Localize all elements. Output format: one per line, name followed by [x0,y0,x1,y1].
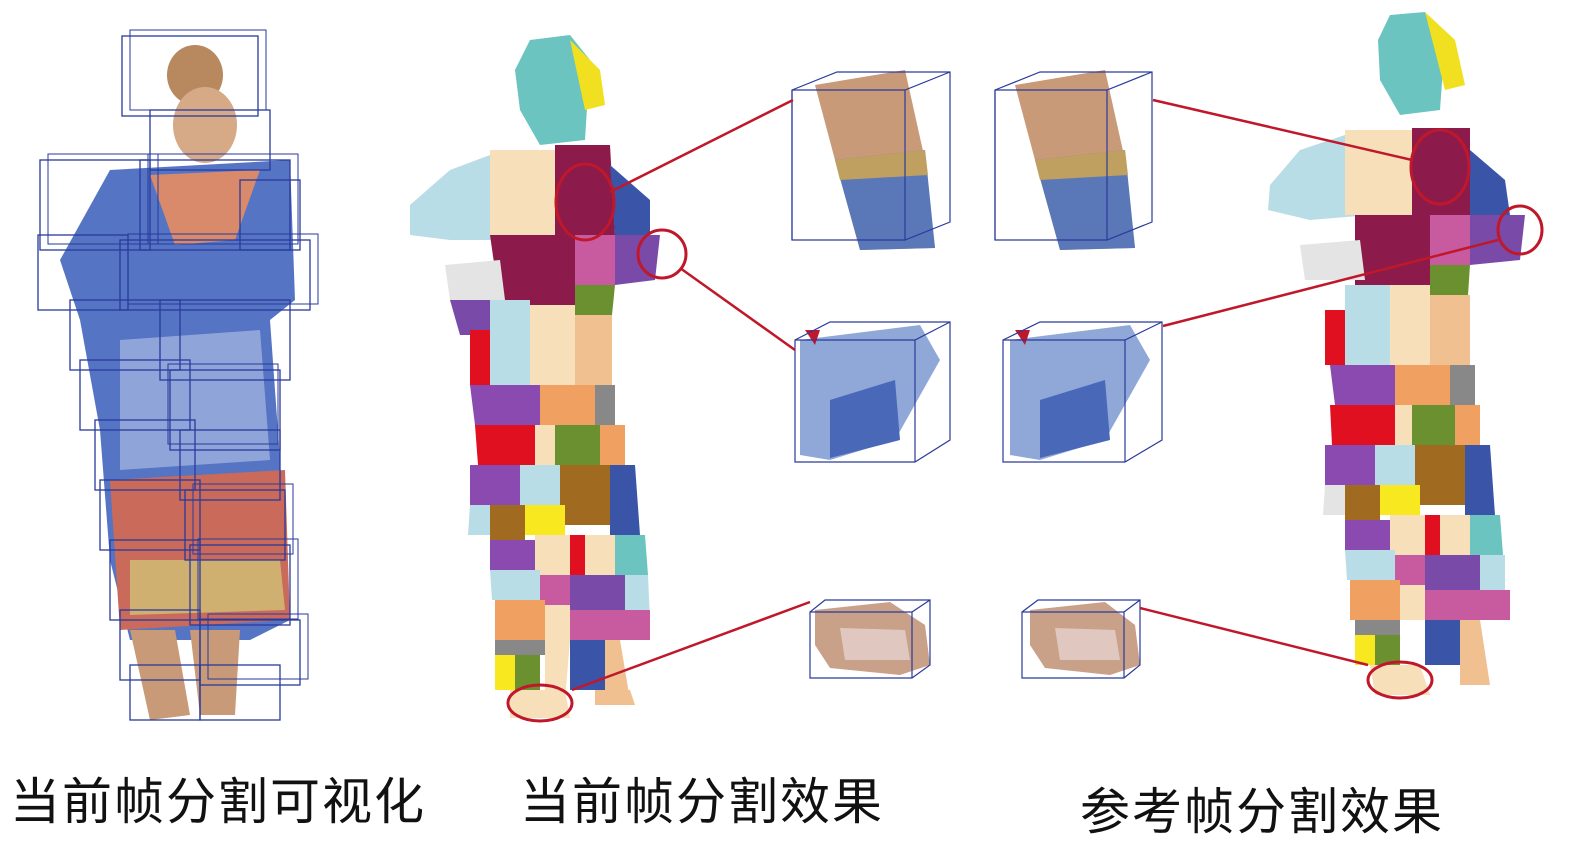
connector-lines [571,98,1499,692]
bounding-box-grid-back [47,29,319,680]
connector-line-foot-ref [1139,606,1369,667]
person-figure [60,45,295,720]
panel-reference-segmentation [1268,12,1544,700]
patch-hand-reference [1002,321,1163,463]
highlight-circle-hand [636,228,688,280]
connector-line-shoulder [609,98,794,194]
bounding-box-grid [37,35,311,721]
patch-shoulder-reference [994,70,1153,250]
caption-reference-result: 参考帧分割效果 [1080,783,1444,841]
panel-visualization [37,29,319,721]
patch-foot-current [809,599,931,679]
highlight-circle-shoulder-ref [1409,128,1471,206]
detail-patches [791,70,1163,679]
caption-current-result: 当前帧分割效果 [520,773,884,831]
patch-shoulder-current [791,70,951,250]
connector-line-hand [679,266,796,352]
caption-current-visualization: 当前帧分割可视化 [10,773,426,831]
segmented-figure [410,35,660,718]
highlight-circle-shoulder [554,162,616,242]
patch-foot-reference [1021,599,1141,679]
highlight-circle-foot-ref [1366,660,1434,700]
connector-line-foot [571,600,811,692]
segmented-figure-reference [1268,12,1525,695]
connector-line-hand-ref [1162,238,1499,328]
connector-line-shoulder-ref [1152,98,1413,162]
highlight-circle-hand-ref [1496,204,1544,256]
highlight-circle-foot [506,683,574,723]
patch-hand-current [794,321,951,463]
panel-current-segmentation [410,35,688,723]
